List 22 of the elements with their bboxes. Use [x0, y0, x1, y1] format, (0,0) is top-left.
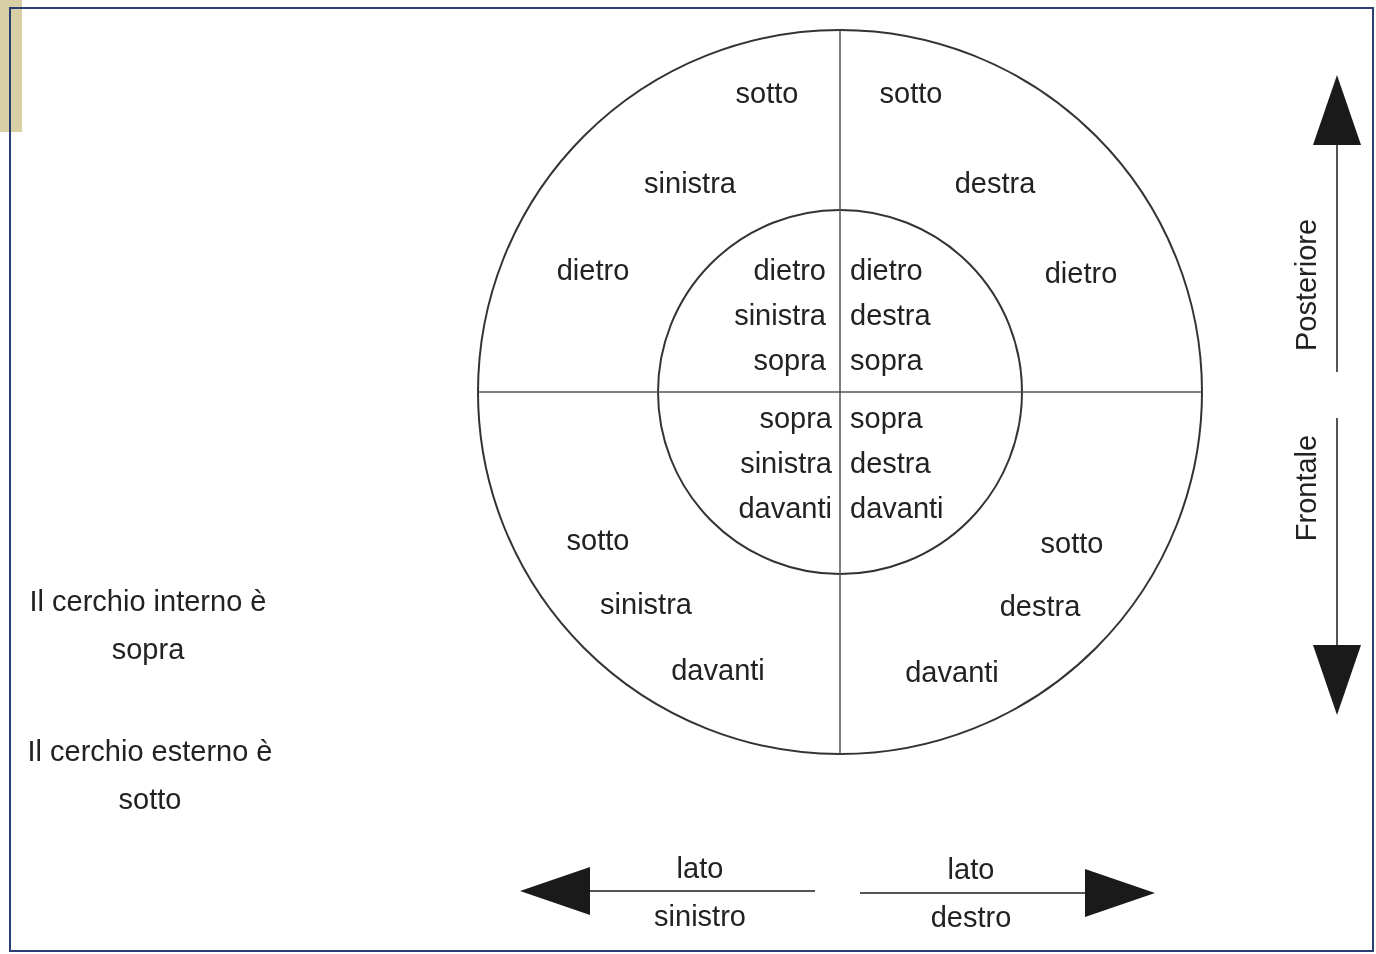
side-label: lato sinistro	[654, 851, 746, 934]
position-label: destra	[999, 589, 1081, 623]
position-label: sotto	[735, 76, 799, 110]
position-label: sinistra	[600, 587, 692, 621]
position-label: sotto	[1040, 526, 1104, 560]
direction-label: Frontale	[1289, 434, 1323, 542]
position-label: sotto	[879, 76, 943, 110]
position-label: sotto	[566, 523, 630, 557]
position-label: davanti	[905, 655, 999, 689]
position-label: dietro	[556, 253, 630, 287]
note-text: Il cerchio esterno è sotto	[26, 734, 274, 817]
position-label: destra	[954, 166, 1036, 200]
position-label: sinistra	[644, 166, 736, 200]
position-label: sopra sinistra davanti	[738, 400, 832, 526]
position-label: dietro sinistra sopra	[734, 252, 826, 378]
direction-label: Posteriore	[1289, 218, 1323, 352]
position-label: dietro	[1044, 256, 1118, 290]
position-label: dietro destra sopra	[850, 252, 931, 378]
note-text: Il cerchio interno è sopra	[28, 584, 268, 667]
position-label: davanti	[671, 653, 765, 687]
position-label: sopra destra davanti	[850, 400, 944, 526]
side-label: lato destro	[930, 852, 1012, 935]
